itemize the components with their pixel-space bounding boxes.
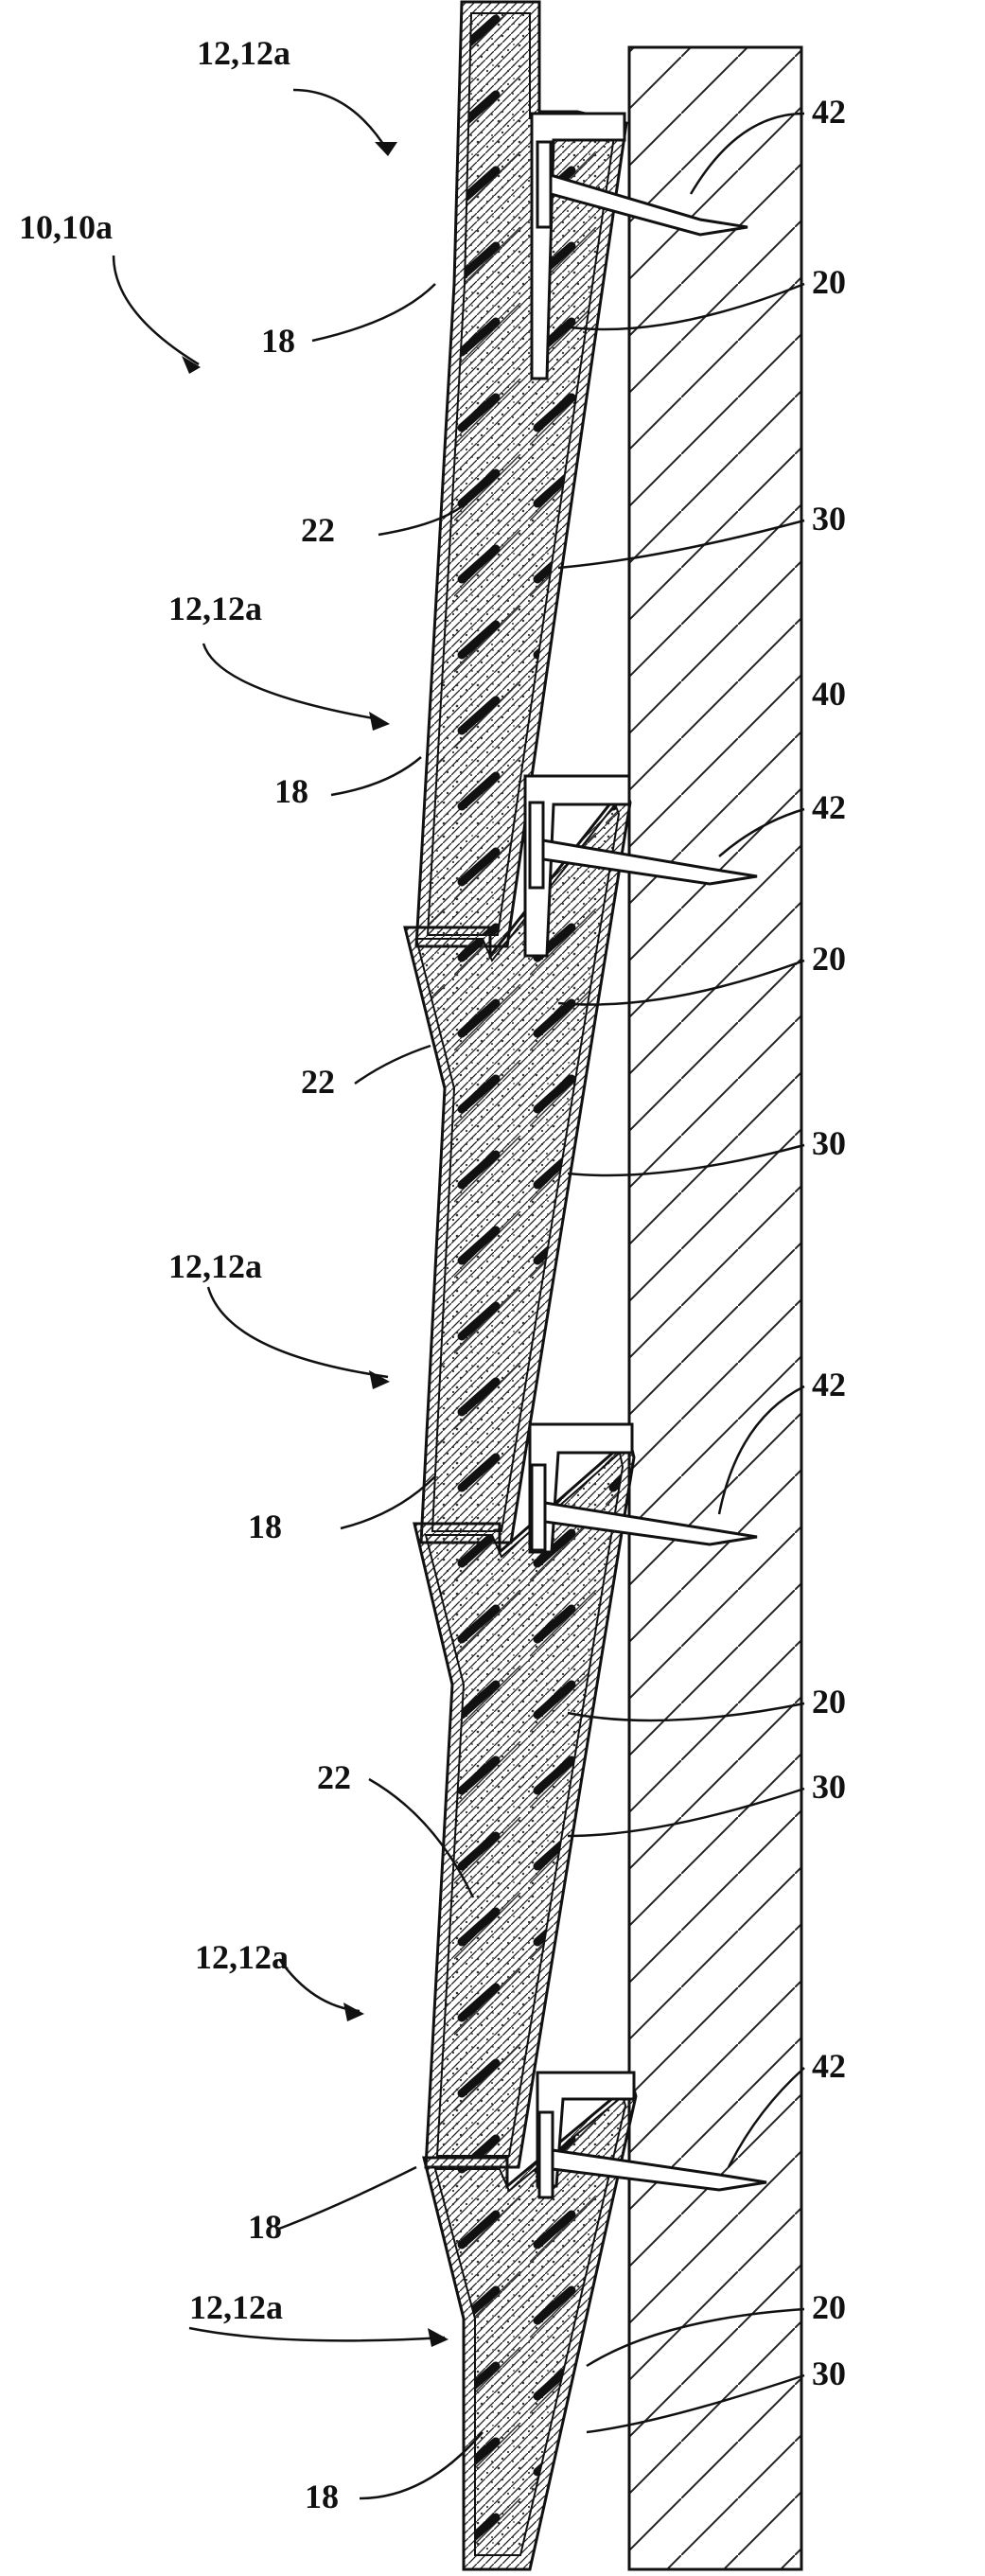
- label-fastener-1: 42: [812, 95, 846, 129]
- label-edge-4: 18: [248, 2210, 282, 2244]
- label-assembly: 10,10a: [19, 210, 113, 244]
- label-backing-1: 30: [812, 502, 846, 536]
- label-core-2: 20: [812, 942, 846, 976]
- label-backing-3: 30: [812, 1770, 846, 1804]
- label-panel-3: 12,12a: [168, 1249, 262, 1283]
- label-core-3: 20: [812, 1685, 846, 1719]
- label-panel-4: 12,12a: [195, 1940, 289, 1974]
- label-wall: 40: [812, 677, 846, 711]
- label-panel-5: 12,12a: [189, 2290, 283, 2324]
- label-core-1: 20: [812, 265, 846, 299]
- label-backing-4: 30: [812, 2356, 846, 2391]
- label-edge-5: 18: [305, 2479, 339, 2514]
- label-fastener-3: 42: [812, 1367, 846, 1402]
- label-panel-1: 12,12a: [197, 36, 290, 70]
- label-facing-1: 22: [301, 513, 335, 547]
- label-fastener-2: 42: [812, 790, 846, 824]
- label-fastener-4: 42: [812, 2049, 846, 2083]
- label-edge-2: 18: [274, 774, 308, 808]
- label-facing-3: 22: [317, 1760, 351, 1794]
- label-edge-3: 18: [248, 1509, 282, 1544]
- label-core-4: 20: [812, 2290, 846, 2324]
- label-panel-2: 12,12a: [168, 591, 262, 626]
- label-backing-2: 30: [812, 1126, 846, 1160]
- label-edge-1: 18: [261, 324, 295, 358]
- label-facing-2: 22: [301, 1065, 335, 1099]
